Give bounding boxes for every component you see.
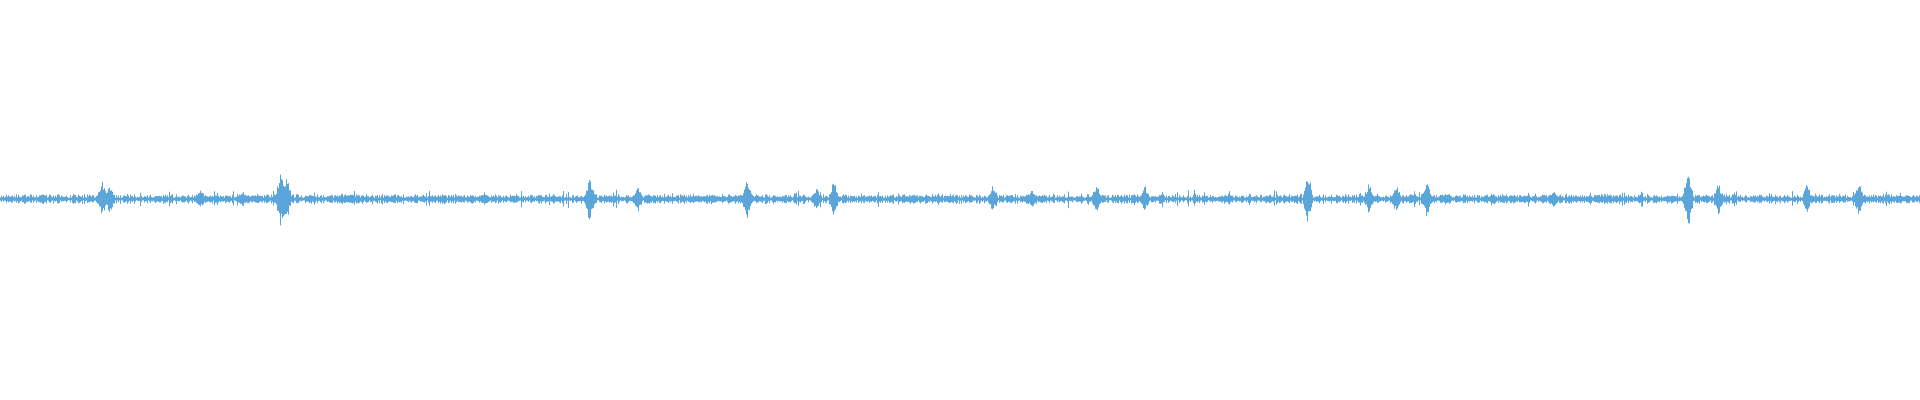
waveform-lines	[0, 174, 1920, 226]
waveform-path	[0, 174, 1920, 226]
